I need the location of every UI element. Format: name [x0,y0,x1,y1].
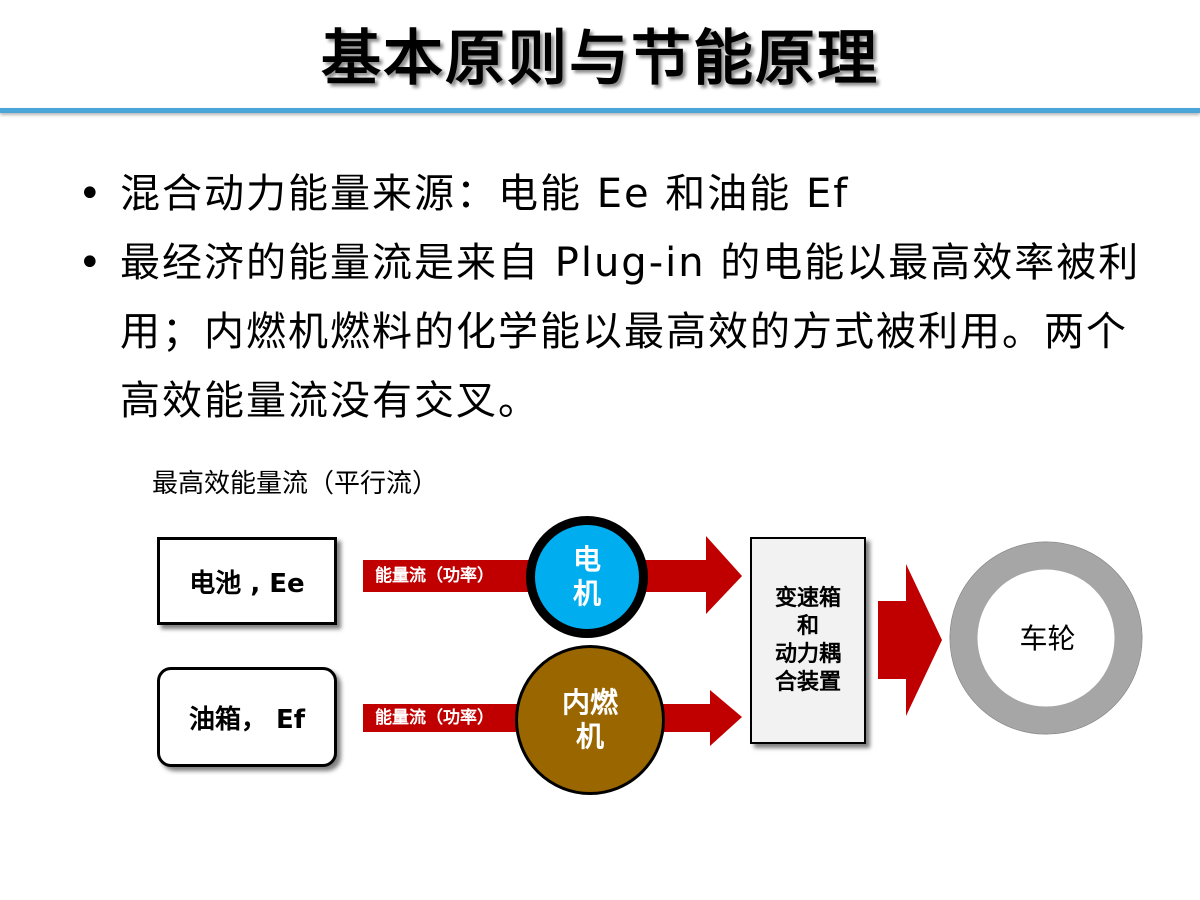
gearbox-label-line2: 和 [796,613,819,639]
combustion-engine-node: 内燃 机 [515,645,665,795]
bullet-text: 混合动力能量来源：电能 Ee 和油能 Ef [120,171,850,217]
fuel-tank-label: 油箱， Ef [188,704,306,735]
fuel-tank-box: 油箱， Ef [157,667,337,767]
bullet-text: 最经济的能量流是来自 Plug-in 的电能以最高效率被利用；内燃机燃料的化学能… [120,240,1141,424]
engine-label-line2: 机 [575,720,604,753]
wheel-icon [950,542,1142,734]
wheel-outer-edge [949,541,1143,735]
gearbox-label-line1: 变速箱 [774,585,841,611]
engine-label-line1: 内燃 [561,686,618,719]
bullet-item-energy-sources: • 混合动力能量来源：电能 Ee 和油能 Ef [70,160,1150,229]
battery-label: 电池 , Ee [189,568,305,599]
motor-label-line1: 电 [572,543,601,576]
wheel-label: 车轮 [1019,622,1076,655]
bullet-item-energy-flow: • 最经济的能量流是来自 Plug-in 的电能以最高效率被利用；内燃机燃料的化… [70,229,1150,436]
gearbox-label-line4: 合装置 [774,669,841,695]
electric-motor-node: 电 机 [526,516,648,638]
flow-label-electric: 能量流（功率） [375,566,494,586]
bullet-list: • 混合动力能量来源：电能 Ee 和油能 Ef • 最经济的能量流是来自 Plu… [70,160,1150,436]
diagram-subheading: 最高效能量流（平行流） [152,469,439,499]
slide-title: 基本原则与节能原理 [321,24,879,94]
motor-label-line2: 机 [572,577,601,610]
flow-label-fuel: 能量流（功率） [375,708,494,728]
gearbox-label-line3: 动力耦 [774,641,841,667]
arrow-gearbox-to-wheel [878,564,942,716]
gearbox-coupling-box: 变速箱 和 动力耦 合装置 [750,537,866,744]
bullet-dot-icon: • [78,171,104,217]
battery-box: 电池 , Ee [157,537,337,625]
title-divider [0,108,1200,113]
bullet-dot-icon: • [78,240,104,286]
